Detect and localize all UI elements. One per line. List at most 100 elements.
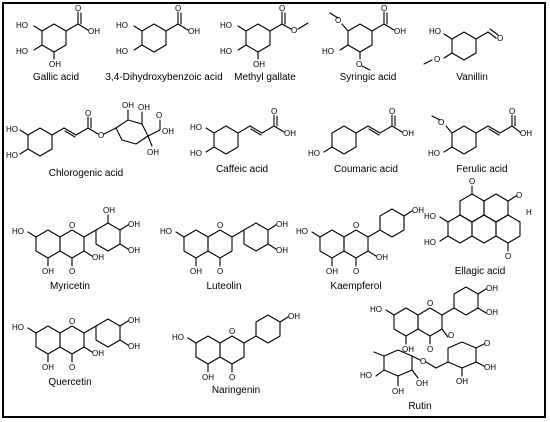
compound-name: Kaempferol bbox=[330, 281, 381, 292]
atom-label: O bbox=[353, 267, 359, 276]
atom-label: O bbox=[381, 4, 387, 13]
atom-label: HO bbox=[322, 47, 334, 56]
atom-label: HO bbox=[429, 27, 441, 36]
atom-label: HO bbox=[360, 371, 372, 380]
atom-label: OH bbox=[42, 267, 54, 276]
compound-name: Rutin bbox=[408, 401, 431, 412]
atom-label: O bbox=[156, 111, 162, 120]
atom-label: O bbox=[69, 267, 75, 276]
structure-methyl-gallate: O O HO HO OH bbox=[220, 4, 309, 69]
atom-label: OH bbox=[147, 148, 159, 157]
structure-vanillin: O HO O bbox=[423, 27, 503, 65]
atom-label: HO bbox=[190, 149, 202, 158]
compound-name: Syringic acid bbox=[340, 72, 397, 83]
atom-label: OH bbox=[376, 253, 388, 262]
atom-label: OH bbox=[520, 129, 532, 138]
atom-label: O bbox=[509, 107, 515, 116]
atom-label: O bbox=[69, 363, 75, 372]
atom-label: HO bbox=[16, 21, 28, 30]
atom-label: O bbox=[217, 221, 223, 230]
atom-label: OH bbox=[128, 246, 140, 255]
atom-label: O bbox=[469, 177, 475, 186]
atom-label: OH bbox=[128, 342, 140, 351]
atom-label: OH bbox=[392, 387, 404, 396]
atom-label: OH bbox=[162, 127, 174, 136]
compound-name: Ellagic acid bbox=[455, 266, 506, 277]
atom-label: H bbox=[526, 208, 532, 217]
atom-label: O bbox=[217, 267, 223, 276]
atom-label: OH bbox=[394, 27, 406, 36]
atom-label: O bbox=[85, 109, 91, 118]
atom-label: O bbox=[389, 107, 395, 116]
atom-label: O bbox=[353, 221, 359, 230]
structure-3-4-dihydroxybenzoic-acid: O OH HO HO bbox=[116, 4, 200, 56]
atom-label: OH bbox=[92, 349, 104, 358]
atom-label: OH bbox=[190, 267, 202, 276]
atom-label: O bbox=[427, 345, 433, 354]
structures-canvas: O OH HO HO OH Gallic acid O OH HO HO 3,4… bbox=[6, 4, 532, 412]
atom-label: OH bbox=[326, 267, 338, 276]
compound-name: Vanillin bbox=[456, 72, 488, 83]
atom-label: OH bbox=[42, 363, 54, 372]
structure-kaempferol: O O OH HO OH OH bbox=[296, 206, 424, 276]
compound-name: Ferulic acid bbox=[456, 164, 507, 175]
compound-name: Gallic acid bbox=[33, 72, 79, 83]
atom-label: OH bbox=[416, 379, 428, 388]
figure-frame: O OH HO HO OH Gallic acid O OH HO HO 3,4… bbox=[2, 2, 546, 418]
atom-label: O bbox=[484, 339, 490, 348]
atom-label: HO bbox=[12, 323, 24, 332]
atom-label: HO bbox=[296, 227, 308, 236]
atom-label: OH bbox=[486, 284, 498, 293]
structure-caffeic-acid: O OH HO HO bbox=[190, 107, 296, 158]
atom-label: OH bbox=[103, 206, 115, 215]
compound-name: Luteolin bbox=[206, 281, 241, 292]
atom-label: O bbox=[497, 34, 503, 43]
atom-label: O bbox=[505, 252, 511, 261]
atom-label: O bbox=[229, 373, 235, 382]
atom-label: HO bbox=[116, 21, 128, 30]
atom-label: O bbox=[434, 55, 440, 64]
structure-myricetin: O O OH HO OH OH OH OH bbox=[12, 206, 140, 276]
structure-rutin: O OH O O HO OH OH O OH OH O HO OH OH bbox=[360, 284, 498, 396]
atom-label: OH bbox=[128, 220, 140, 229]
structure-ellagic-acid: O O H O HO HO bbox=[424, 177, 532, 261]
atom-label: OH bbox=[484, 363, 496, 372]
structure-gallic-acid: O OH HO HO OH bbox=[16, 4, 100, 69]
atom-label: HO bbox=[16, 47, 28, 56]
atom-label: OH bbox=[188, 27, 200, 36]
atom-label: HO bbox=[6, 151, 18, 160]
compound-name: 3,4-Dihydroxybenzoic acid bbox=[105, 72, 222, 83]
atom-label: HO bbox=[172, 333, 184, 342]
atom-label: HO bbox=[220, 21, 232, 30]
atom-label: OH bbox=[288, 312, 300, 321]
atom-label: O bbox=[291, 26, 297, 35]
structure-luteolin: O O HO OH OH OH bbox=[160, 220, 288, 276]
structure-chlorogenic-acid: O O OH OH O OH OH HO HO bbox=[6, 101, 174, 160]
compound-name: Naringenin bbox=[212, 385, 260, 396]
atom-label: O bbox=[438, 118, 444, 127]
compound-name: Coumaric acid bbox=[334, 164, 398, 175]
atom-label: O bbox=[69, 221, 75, 230]
structure-coumaric-acid: O OH HO bbox=[308, 107, 414, 158]
atom-label: HO bbox=[220, 47, 232, 56]
atom-label: O bbox=[335, 16, 341, 25]
compound-name: Methyl gallate bbox=[234, 72, 296, 83]
atom-label: OH bbox=[202, 373, 214, 382]
atom-label: HO bbox=[308, 149, 320, 158]
atom-label: O bbox=[448, 331, 454, 340]
atom-label: OH bbox=[412, 206, 424, 215]
atom-label: OH bbox=[456, 377, 468, 386]
atom-label: HO bbox=[428, 149, 440, 158]
atom-label: OH bbox=[276, 220, 288, 229]
compound-name: Myricetin bbox=[50, 281, 90, 292]
atom-label: O bbox=[427, 299, 433, 308]
compound-name: Caffeic acid bbox=[216, 164, 268, 175]
atom-label: OH bbox=[253, 60, 265, 69]
atom-label: OH bbox=[49, 60, 61, 69]
atom-label: OH bbox=[402, 129, 414, 138]
atom-label: O bbox=[175, 4, 181, 13]
atom-label: HO bbox=[12, 227, 24, 236]
atom-label: O bbox=[69, 317, 75, 326]
atom-label: OH bbox=[128, 316, 140, 325]
atom-label: O bbox=[516, 191, 522, 200]
